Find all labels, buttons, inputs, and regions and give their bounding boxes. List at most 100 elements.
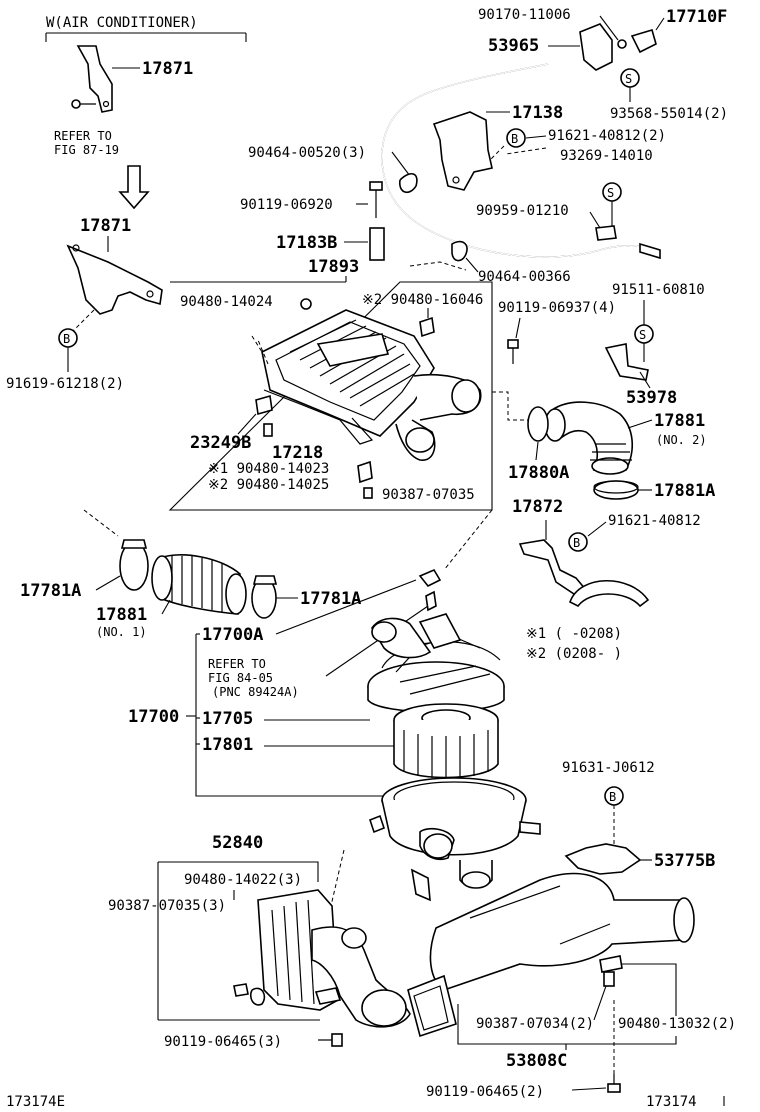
label-90464-00366: 90464-00366 xyxy=(478,269,571,285)
label-93269: 93269-14010 xyxy=(560,148,653,164)
label-17872: 17872 xyxy=(512,497,563,517)
label-17705: 17705 xyxy=(202,709,253,729)
label-17893: 17893 xyxy=(308,257,359,277)
air-cleaner-lid-17705 xyxy=(367,613,505,713)
label-52840: 52840 xyxy=(212,833,263,853)
label-90480-14022: 90480-14022(3) xyxy=(184,872,302,888)
label-17700a: 17700A xyxy=(202,625,263,645)
marker-b-icon-3 xyxy=(568,532,588,552)
svg-text:S: S xyxy=(639,328,646,342)
clip-90464-00366 xyxy=(451,240,468,262)
label-91631-j0612: 91631-J0612 xyxy=(562,760,655,776)
air-cleaner-case xyxy=(369,777,541,902)
clip-17700a xyxy=(418,568,442,588)
grommet-90480-16046 xyxy=(419,316,435,338)
bracket-53965 xyxy=(579,23,613,71)
label-90119-06920: 90119-06920 xyxy=(240,197,333,213)
refer-pnc: (PNC 89424A) xyxy=(212,685,299,699)
svg-text:B: B xyxy=(573,536,580,550)
label-90170: 90170-11006 xyxy=(478,7,571,23)
label-17871-mid: 17871 xyxy=(80,216,131,236)
svg-text:B: B xyxy=(511,132,518,146)
clamp-17880a xyxy=(527,406,549,442)
label-17881A: 17881A xyxy=(654,481,715,501)
grommet-90480-13032 xyxy=(599,955,623,973)
refer-to-84: REFER TO xyxy=(208,657,266,671)
svg-text:S: S xyxy=(607,186,614,200)
label-17781a-right: 17781A xyxy=(300,589,361,609)
label-90119-06465-2: 90119-06465(2) xyxy=(426,1084,544,1100)
label-17138: 17138 xyxy=(512,103,563,123)
bracket-17138 xyxy=(432,111,493,191)
label-91619: 91619-61218(2) xyxy=(6,376,124,392)
label-90480-13032: 90480-13032(2) xyxy=(618,1016,736,1032)
refer-to-87: REFER TO xyxy=(54,129,112,143)
label-17881-no1-suffix: (NO. 1) xyxy=(96,625,147,639)
bolt-90119-06465-3 xyxy=(318,1033,343,1047)
bolt-90119-06920 xyxy=(369,181,383,218)
grommet-90480-14024 xyxy=(300,298,312,310)
clip-90464-00520 xyxy=(399,173,418,193)
label-90480-14024: 90480-14024 xyxy=(180,294,273,310)
label-23249b: 23249B xyxy=(190,433,251,453)
label-17880a: 17880A xyxy=(508,463,569,483)
svg-text:B: B xyxy=(63,332,70,346)
duct-17872 xyxy=(569,580,650,608)
label-17781a-left: 17781A xyxy=(20,581,81,601)
label-17881-no1: 17881 xyxy=(96,605,147,625)
bolt-90119-06937 xyxy=(507,339,519,364)
grommet-90387-07034 xyxy=(603,971,615,987)
label-91621-2: 91621-40812(2) xyxy=(548,128,666,144)
label-90480-14025: ※2 90480-14025 xyxy=(208,477,329,493)
intake-duct-53808c xyxy=(407,872,695,1038)
hose-17881-no1 xyxy=(151,554,247,615)
grommet-90387-07035 xyxy=(233,983,249,997)
refer-fig-84: FIG 84-05 xyxy=(208,671,273,685)
cap-17710f xyxy=(630,29,657,54)
bolt-90119-06465-2 xyxy=(607,1074,621,1093)
label-90387-07035: 90387-07035 xyxy=(382,487,475,503)
label-17871-top: 17871 xyxy=(142,59,193,79)
bracket-17871-mid xyxy=(66,244,163,315)
label-17881-no2: 17881 xyxy=(654,411,705,431)
label-91511: 91511-60810 xyxy=(612,282,705,298)
footer-code-left: 173174E xyxy=(6,1094,65,1110)
fitting-pnc89424a xyxy=(425,590,437,612)
note-1: ※1 ( -0208) xyxy=(526,626,622,642)
label-53965: 53965 xyxy=(488,36,539,56)
section-title: W(AIR CONDITIONER) xyxy=(46,15,198,31)
label-17700: 17700 xyxy=(128,707,179,727)
fitting-17218 xyxy=(263,423,273,437)
hose-17881-no2 xyxy=(544,401,634,475)
svg-text:S: S xyxy=(625,72,632,86)
clamp-90959 xyxy=(595,225,617,241)
note-2: ※2 (0208- ) xyxy=(526,646,622,662)
clamp-17881a xyxy=(593,480,639,500)
label-17710f: 17710F xyxy=(666,7,727,27)
bracket-53775b xyxy=(564,843,642,875)
label-17801: 17801 xyxy=(202,735,253,755)
bracket-53978 xyxy=(604,343,649,381)
label-90464-00520: 90464-00520(3) xyxy=(248,145,366,161)
footer-code-right: 173174 xyxy=(646,1094,697,1110)
stud-17183b xyxy=(369,227,385,261)
marker-b-icon-2 xyxy=(506,128,526,148)
label-90119-06937: 90119-06937(4) xyxy=(498,300,616,316)
intercooler-17893 xyxy=(261,309,482,461)
bracket-17700 xyxy=(195,634,384,797)
label-93568: 93568-55014(2) xyxy=(610,106,728,122)
resonator-52840 xyxy=(257,889,411,1028)
label-91621-40812: 91621-40812 xyxy=(608,513,701,529)
grommet-90480-14023 xyxy=(357,460,373,484)
air-filter-17801 xyxy=(393,703,499,779)
label-90387-07035-3: 90387-07035(3) xyxy=(108,898,226,914)
label-90480-14023: ※1 90480-14023 xyxy=(208,461,329,477)
label-53775b: 53775B xyxy=(654,851,715,871)
label-90959: 90959-01210 xyxy=(476,203,569,219)
grommet-90387 xyxy=(363,487,373,499)
label-17218: 17218 xyxy=(272,443,323,463)
refer-fig-87: FIG 87-19 xyxy=(54,143,119,157)
label-17183b: 17183B xyxy=(276,233,337,253)
grommet-23249b xyxy=(255,394,273,416)
